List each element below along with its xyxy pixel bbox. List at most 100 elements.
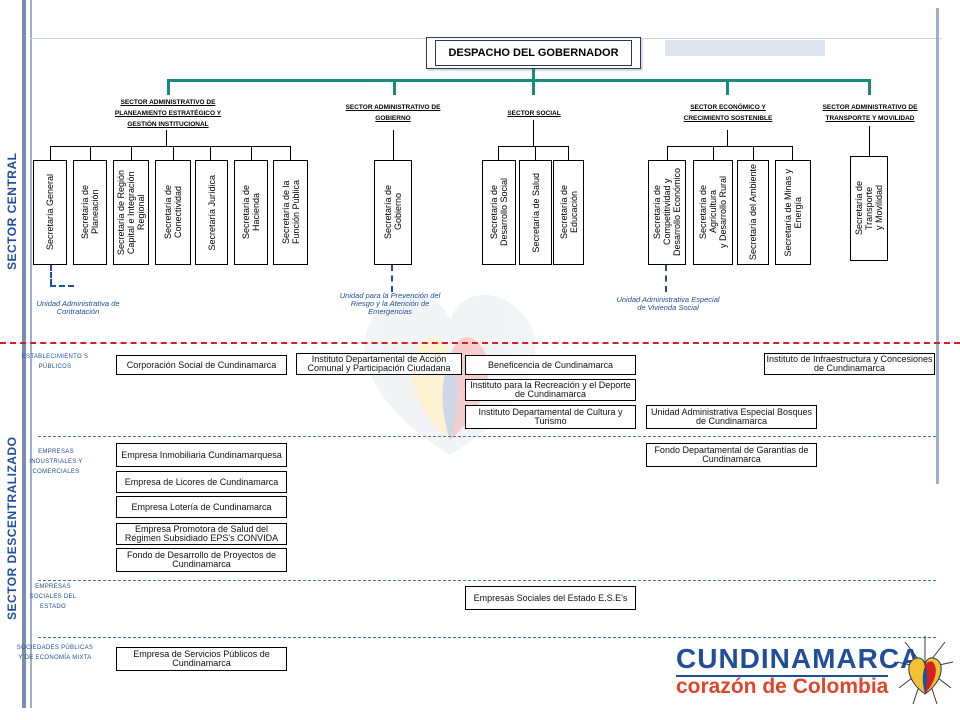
secretaria-transporte-box[interactable]: Secretaría de Transporte y Movilidad bbox=[850, 156, 888, 261]
entity-inmobiliaria[interactable]: Empresa Inmobiliaria Cundinamarquesa bbox=[116, 443, 287, 467]
frame-right-bar bbox=[936, 8, 939, 484]
branch-tick bbox=[90, 146, 91, 160]
secretaria-competitividad-box[interactable]: Secretaría de Competitividad y Desarroll… bbox=[648, 160, 686, 265]
category-separator bbox=[38, 436, 936, 437]
connector-main-vertical bbox=[532, 69, 535, 81]
unidad-riesgo[interactable]: Unidad para la Prevención del Riesgo y l… bbox=[339, 291, 441, 316]
secretaria-minas-box[interactable]: Secretaría de Minas y Energía bbox=[775, 160, 811, 265]
branch-social-stem bbox=[533, 120, 534, 146]
logo-tagline: corazón de Colombia bbox=[676, 675, 889, 698]
sector-gobierno-heading: SECTOR ADMINISTRATIVO DE GOBIERNO bbox=[345, 104, 441, 122]
entity-accion-comunal[interactable]: Instituto Departamental de Acción Comuna… bbox=[296, 353, 462, 375]
branch-tick bbox=[50, 146, 51, 160]
dashed-connector-riesgo bbox=[391, 265, 393, 292]
entity-infraestructura[interactable]: Instituto de Infraestructura y Concesion… bbox=[764, 353, 935, 375]
connector-drop-transporte bbox=[868, 79, 871, 95]
entity-cultura[interactable]: Instituto Departamental de Cultura y Tur… bbox=[465, 405, 636, 429]
secretaria-salud-label: Secretaría de Salud bbox=[530, 172, 541, 253]
dashed-connector-contratacion bbox=[50, 265, 52, 285]
branch-economico-stem bbox=[727, 130, 728, 146]
entity-recreacion[interactable]: Instituto para la Recreación y el Deport… bbox=[465, 379, 636, 401]
secretaria-educacion-box[interactable]: Secretaría de Educación bbox=[553, 160, 584, 265]
secretaria-conectividad-box[interactable]: Secretaría de Conectividad bbox=[155, 160, 191, 265]
secretaria-general-box[interactable]: Secretaría General bbox=[33, 160, 67, 265]
branch-tick bbox=[792, 146, 793, 160]
logo-rule bbox=[676, 675, 888, 677]
branch-tick bbox=[535, 146, 536, 160]
secretaria-general-label: Secretaría General bbox=[45, 174, 55, 251]
branch-tick bbox=[713, 146, 714, 160]
heart-logo-icon bbox=[896, 636, 954, 705]
branch-tick bbox=[753, 146, 754, 160]
frame-left-bar bbox=[22, 0, 26, 708]
branch-gobierno-stem bbox=[393, 130, 394, 160]
logo-cundinamarca: CUNDINAMARCA bbox=[676, 643, 922, 674]
secretaria-competitividad-label: Secretaría de Competitividad y Desarroll… bbox=[652, 168, 682, 257]
category-industriales-label: EMPRESAS INDUSTRIALES Y COMERCIALES bbox=[29, 449, 83, 475]
branch-tick bbox=[131, 146, 132, 160]
category-separator bbox=[38, 637, 936, 638]
entity-servicios-publicos[interactable]: Empresa de Servicios Públicos de Cundina… bbox=[116, 647, 287, 671]
sector-transporte-heading: SECTOR ADMINISTRATIVO DE TRANSPORTE Y MO… bbox=[822, 104, 918, 122]
secretaria-planeacion-label: Secretaría de Planeación bbox=[80, 185, 100, 240]
secretaria-conectividad-label: Secretaría de Conectividad bbox=[163, 185, 183, 240]
secretaria-hacienda-box[interactable]: Secretaría de Hacienda bbox=[234, 160, 268, 265]
secretaria-region-capital-box[interactable]: Secretaría de Región Capital e Integraci… bbox=[113, 160, 149, 265]
category-mixta-label: SOCIEDADES PÚBLICAS Y DE ECONOMÍA MIXTA bbox=[16, 645, 94, 661]
dashed-connector-contratacion-h bbox=[50, 285, 74, 287]
entity-corp-social[interactable]: Corporación Social de Cundinamarca bbox=[116, 355, 287, 375]
branch-tick bbox=[498, 146, 499, 160]
secretaria-funcion-publica-box[interactable]: Secretaría de la Función Pública bbox=[273, 160, 308, 265]
branch-tick bbox=[667, 146, 668, 160]
secretaria-hacienda-label: Secretaría de Hacienda bbox=[241, 185, 261, 240]
entity-bosques[interactable]: Unidad Administrativa Especial Bosques d… bbox=[646, 405, 817, 429]
entity-garantias[interactable]: Fondo Departamental de Garantías de Cund… bbox=[646, 443, 817, 467]
secretaria-gobierno-label: Secretaría de Gobierno bbox=[383, 185, 403, 240]
sector-economico-heading: SECTOR ECONÓMICO Y CRECIMIENTO SOSTENIBL… bbox=[683, 104, 773, 122]
secretaria-minas-label: Secretaría de Minas y Energía bbox=[783, 168, 803, 257]
secretaria-salud-box[interactable]: Secretaría de Salud bbox=[519, 160, 552, 265]
connector-drop-economico bbox=[726, 79, 729, 95]
secretaria-agricultura-label: Secretaría de Agricultura y Desarrollo R… bbox=[698, 176, 728, 249]
category-establecimientos-label: ESTABLECIMIENTO S PÚBLICOS bbox=[21, 354, 89, 370]
category-sociales-label: EMPRESAS SOCIALES DEL ESTADO bbox=[29, 584, 77, 610]
unidad-vivienda[interactable]: Unidad Administrativa Especial de Vivien… bbox=[616, 295, 720, 312]
secretaria-ambiente-label: Secretaría del Ambiente bbox=[748, 164, 758, 261]
secretaria-planeacion-box[interactable]: Secretaría de Planeación bbox=[73, 160, 107, 265]
branch-transporte-stem bbox=[869, 126, 870, 156]
header-decoration-bar bbox=[665, 40, 825, 56]
secretaria-desarrollo-social-box[interactable]: Secretaría de Desarrollo Social bbox=[482, 160, 516, 265]
unidad-contratacion[interactable]: Unidad Administrativa de Contratación bbox=[36, 299, 120, 316]
branch-economico-bar bbox=[667, 146, 792, 147]
connector-drop-social bbox=[532, 79, 535, 95]
secretaria-agricultura-box[interactable]: Secretaría de Agricultura y Desarrollo R… bbox=[693, 160, 733, 265]
entity-loteria[interactable]: Empresa Lotería de Cundinamarca bbox=[116, 496, 287, 518]
secretaria-ambiente-box[interactable]: Secretaría del Ambiente bbox=[737, 160, 769, 265]
central-descentralizado-divider bbox=[0, 342, 960, 344]
branch-tick bbox=[290, 146, 291, 160]
branch-tick bbox=[173, 146, 174, 160]
secretaria-gobierno-box[interactable]: Secretaría de Gobierno bbox=[374, 160, 412, 265]
entity-fondo-proyectos[interactable]: Fondo de Desarrollo de Proyectos de Cund… bbox=[116, 548, 287, 572]
entity-licores[interactable]: Empresa de Licores de Cundinamarca bbox=[116, 471, 287, 493]
secretaria-funcion-publica-label: Secretaría de la Función Pública bbox=[280, 180, 301, 245]
secretaria-juridica-label: Secretaría Jurídica bbox=[206, 174, 217, 251]
branch-social-bar bbox=[498, 146, 569, 147]
secretaria-juridica-box[interactable]: Secretaría Jurídica bbox=[195, 160, 228, 265]
frame-left-bar-inner bbox=[30, 0, 32, 708]
branch-planeamiento-bar bbox=[50, 146, 291, 147]
secretaria-region-capital-label: Secretaría de Región Capital e Integraci… bbox=[116, 169, 146, 256]
secretaria-transporte-label: Secretaría de Transporte y Movilidad bbox=[854, 181, 884, 236]
despacho-gobernador-title: DESPACHO DEL GOBERNADOR bbox=[435, 40, 632, 66]
connector-drop-gobierno bbox=[393, 79, 396, 95]
category-separator bbox=[38, 580, 936, 581]
secretaria-desarrollo-social-label: Secretaría de Desarrollo Social bbox=[489, 178, 509, 247]
entity-convida[interactable]: Empresa Promotora de Salud del Régimen S… bbox=[116, 523, 287, 545]
connector-drop-planeamiento bbox=[167, 79, 170, 95]
despacho-gobernador-box[interactable]: DESPACHO DEL GOBERNADOR bbox=[426, 37, 641, 69]
entity-ese[interactable]: Empresas Sociales del Estado E.S.E's bbox=[465, 586, 636, 610]
branch-planeamiento-stem bbox=[166, 130, 167, 146]
entity-beneficencia[interactable]: Beneficencia de Cundinamarca bbox=[465, 355, 636, 375]
connector-main-horizontal bbox=[168, 79, 870, 82]
branch-tick bbox=[251, 146, 252, 160]
